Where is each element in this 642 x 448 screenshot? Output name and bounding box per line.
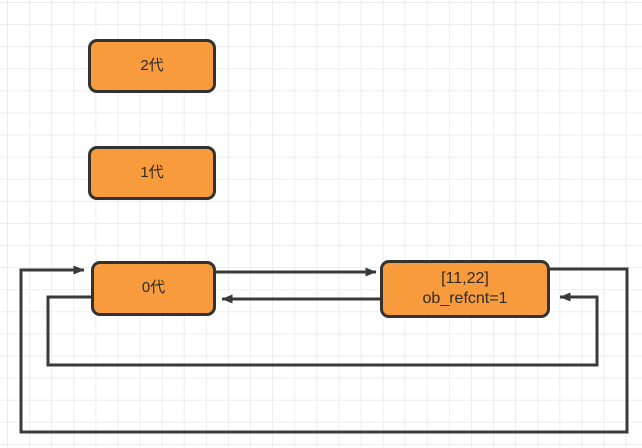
node-generation-2[interactable]: 2代: [88, 39, 216, 93]
edge-gen0-loop-outer: [19, 265, 629, 434]
node-generation-1-label: 1代: [140, 163, 164, 181]
node-generation-2-label: 2代: [140, 56, 164, 74]
node-generation-0-label: 0代: [141, 279, 166, 297]
node-generation-0[interactable]: 0代: [91, 261, 216, 316]
edge-object-loop-inner: [46, 292, 599, 367]
node-object-refcount[interactable]: [11,22] ob_refcnt=1: [380, 260, 550, 318]
node-object-refcount-label: [11,22] ob_refcnt=1: [422, 270, 508, 307]
node-generation-1[interactable]: 1代: [88, 146, 216, 200]
